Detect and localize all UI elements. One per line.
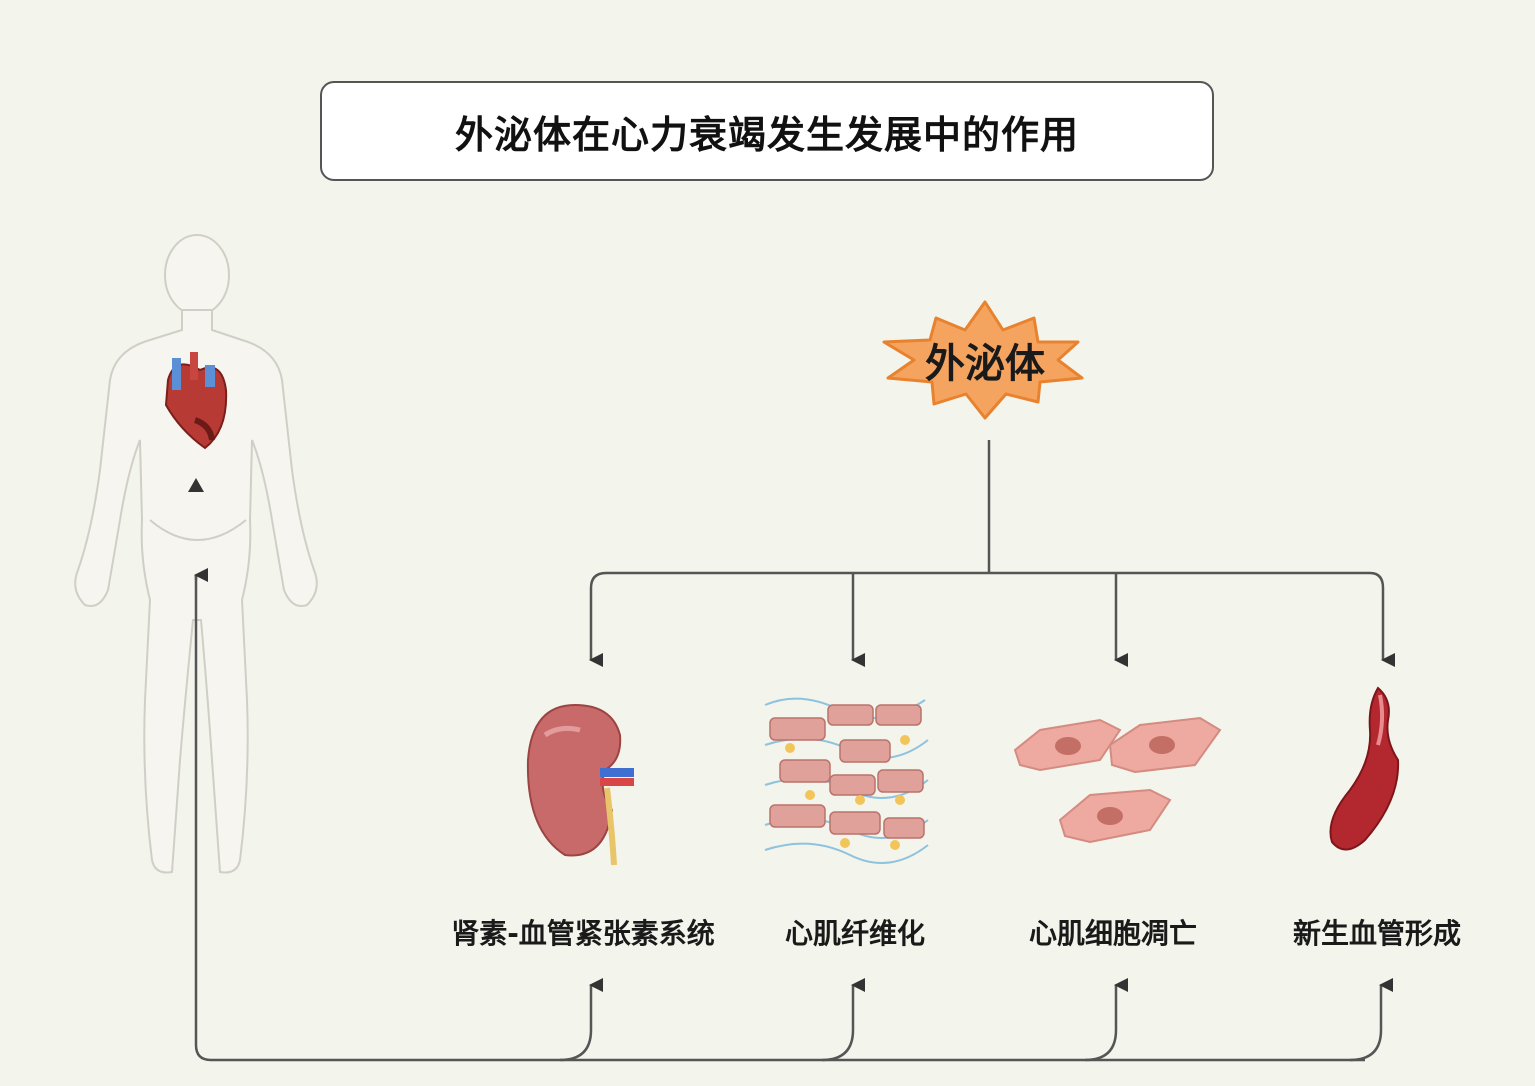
top-connectors <box>589 440 1395 667</box>
effect-label-raas: 肾素-血管紧张素系统 <box>451 917 715 950</box>
cardiomyocyte-icon <box>1013 716 1222 844</box>
effect-label-fibrosis: 心肌纤维化 <box>784 917 926 950</box>
kidney-icon <box>526 703 634 866</box>
blood-vessel-icon <box>1329 686 1400 851</box>
heart-icon <box>164 352 228 450</box>
bottom-connectors <box>194 568 1393 1062</box>
effect-label-angiogenesis: 新生血管形成 <box>1292 917 1462 950</box>
body-marker-triangle <box>188 478 204 492</box>
fibrosis-tissue-icon <box>764 697 929 864</box>
exosome-starburst <box>882 300 1084 420</box>
effect-label-apoptosis: 心肌细胞凋亡 <box>1028 917 1198 950</box>
diagram-title: 外泌体在心力衰竭发生发展中的作用 <box>320 81 1214 181</box>
exosome-node-label: 外泌体 <box>925 341 1045 387</box>
